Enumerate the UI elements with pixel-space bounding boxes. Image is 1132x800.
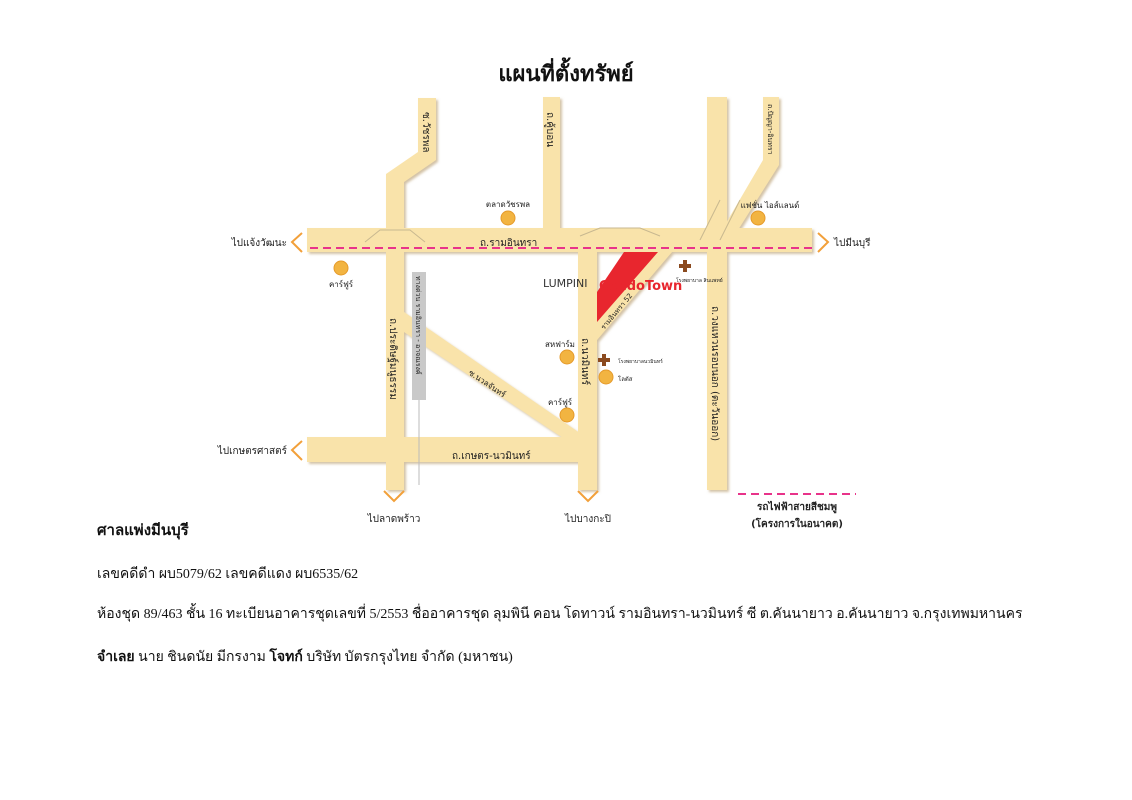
direction-bangkapi: ไปบางกะปิ (564, 513, 611, 525)
condo-name: CondoTown (599, 279, 682, 294)
direction-ladprao: ไปลาดพร้าว (367, 513, 421, 525)
chevron-down-icon (577, 490, 599, 503)
defendant-label: จำเลย (97, 650, 135, 665)
label-nawamin: ถ.นวมินทร์ (579, 338, 591, 386)
label-hospital-1: โรงพยาบาล สินแพทย์ (676, 277, 723, 284)
hospital-icon (598, 354, 610, 366)
expressway-strip (412, 272, 426, 400)
road-ramintra-52 (597, 252, 672, 340)
road-khubon (543, 97, 560, 230)
road-outer-ring (707, 97, 727, 490)
sahafarm-marker (559, 349, 575, 365)
plaintiff-name: บริษัท บัตรกรุงไทย จำกัด (มหาชน) (306, 650, 513, 665)
label-panya-intra: ถ.ปัญญา-อินทรา (766, 104, 774, 155)
label-sahafarm: สหฟาร์ม (545, 339, 575, 349)
legend-line2: (โครงการในอนาคต) (751, 517, 843, 530)
direction-west: ไปแจ้งวัฒนะ (231, 237, 287, 249)
market-marker (500, 210, 516, 226)
road-pradit-manutham (386, 250, 404, 490)
label-watcharaphon: ซ.วัชรพล (420, 112, 431, 152)
road-nawamin (578, 250, 597, 490)
carrefour-marker (333, 260, 349, 276)
parties-line: จำเลย นาย ชินดนัย มีกรงาม โจทก์ บริษัท บ… (97, 646, 513, 668)
direction-east: ไปมีนบุรี (833, 237, 871, 249)
property-details: ห้องชุด 89/463 ชั้น 16 ทะเบียนอาคารชุดเล… (97, 607, 1023, 622)
lotus-marker (598, 369, 614, 385)
label-kaset-nawamin: ถ.เกษตร-นวมินทร์ (452, 450, 531, 462)
road-watcharaphon (386, 98, 436, 228)
label-ramintra: ถ.รามอินทรา (480, 238, 537, 249)
roads (307, 97, 812, 490)
label-pradit-manutham: ถ.ประดิษฐ์มนูธรรม (387, 318, 399, 400)
fashion-island-marker (750, 210, 766, 226)
label-carrefour: คาร์ฟูร์ (329, 279, 354, 290)
hospital-icon (679, 260, 691, 272)
chevron-left-icon (290, 440, 303, 461)
chevron-left-icon (290, 232, 303, 253)
label-khubon: ถ.คู้บอน (544, 112, 556, 147)
case-number: เลขคดีดำ ผบ5079/62 เลขคดีแดง ผบ6535/62 (97, 567, 359, 582)
court-name: ศาลแพ่งมีนบุรี (97, 523, 189, 539)
legend-line1: รถไฟฟ้าสายสีชมพู (757, 500, 837, 514)
label-lotus: โลตัส (618, 375, 633, 383)
carrefour-marker (559, 407, 575, 423)
chevron-down-icon (383, 490, 405, 503)
condo-brand: LUMPINI (543, 277, 587, 290)
label-fashion-island: แฟชั่น ไอส์แลนด์ (741, 199, 800, 210)
road-nuanchan (404, 312, 590, 440)
road-panya-intra (722, 97, 779, 230)
label-hospital-2: โรงพยาบาลนวมินทร์ (618, 358, 663, 365)
label-expressway: ทางด่วน รามอินทรา - อาจณรงค์ (414, 276, 422, 375)
label-carrefour: คาร์ฟูร์ (548, 397, 573, 408)
chevron-right-icon (817, 232, 830, 253)
plaintiff-label: โจทก์ (269, 650, 303, 665)
direction-kaset: ไปเกษตรศาสตร์ (217, 445, 288, 457)
road-kaset-nawamin (307, 437, 597, 462)
label-outer-ring: ถ.วงแหวนรอบนอก (ตะวันออก) (709, 306, 720, 441)
label-market: ตลาดวัชรพล (486, 200, 530, 209)
defendant-name: นาย ชินดนัย มีกรงาม (138, 650, 266, 665)
condo-location-marker (597, 252, 658, 322)
page-title: แผนที่ตั้งทรัพย์ (498, 61, 634, 86)
